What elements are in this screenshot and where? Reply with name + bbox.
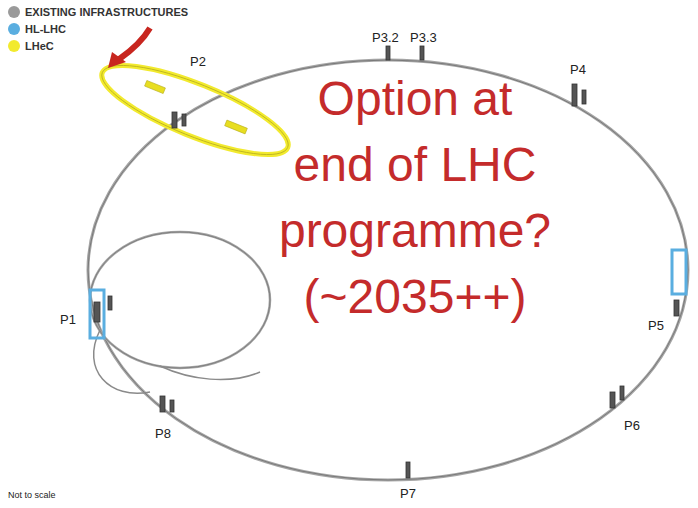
legend-swatch xyxy=(8,40,20,52)
callout-arrow xyxy=(118,28,150,60)
legend-row: EXISTING INFRASTRUCTURES xyxy=(8,6,188,18)
point-label: P2 xyxy=(190,54,206,69)
hl-lhc-zone xyxy=(672,250,686,294)
point-label: P8 xyxy=(155,426,171,441)
scale-note: Not to scale xyxy=(8,490,56,500)
legend-swatch xyxy=(8,6,20,18)
injector-ring-line xyxy=(90,232,270,368)
legend-row: LHeC xyxy=(8,40,54,52)
lhec-linac xyxy=(225,120,248,134)
point-label: P4 xyxy=(570,62,586,77)
lhc-ring-line xyxy=(88,60,688,480)
callout-text: Option at end of LHC programme? (~2035++… xyxy=(275,66,555,330)
legend-swatch xyxy=(8,23,20,35)
lhec-racetrack xyxy=(93,48,298,171)
point-label: P5 xyxy=(648,318,664,333)
callout-arrowhead xyxy=(108,52,126,68)
lhec-racetrack-line xyxy=(93,48,298,171)
point-label: P3.2 xyxy=(372,30,399,45)
legend-text: LHeC xyxy=(25,40,54,52)
point-label: P7 xyxy=(400,486,416,501)
point-label: P6 xyxy=(624,418,640,433)
point-label: P3.3 xyxy=(410,30,437,45)
hl-lhc-zone xyxy=(90,290,104,338)
lhc-ring xyxy=(88,60,688,480)
transfer-line xyxy=(160,366,260,380)
injector-ring xyxy=(90,232,270,368)
point-label: P1 xyxy=(60,312,76,327)
legend-text: EXISTING INFRASTRUCTURES xyxy=(25,6,188,18)
legend-text: HL-LHC xyxy=(25,23,66,35)
lhec-linac xyxy=(145,80,166,93)
legend-row: HL-LHC xyxy=(8,23,66,35)
access-shafts xyxy=(94,46,679,478)
